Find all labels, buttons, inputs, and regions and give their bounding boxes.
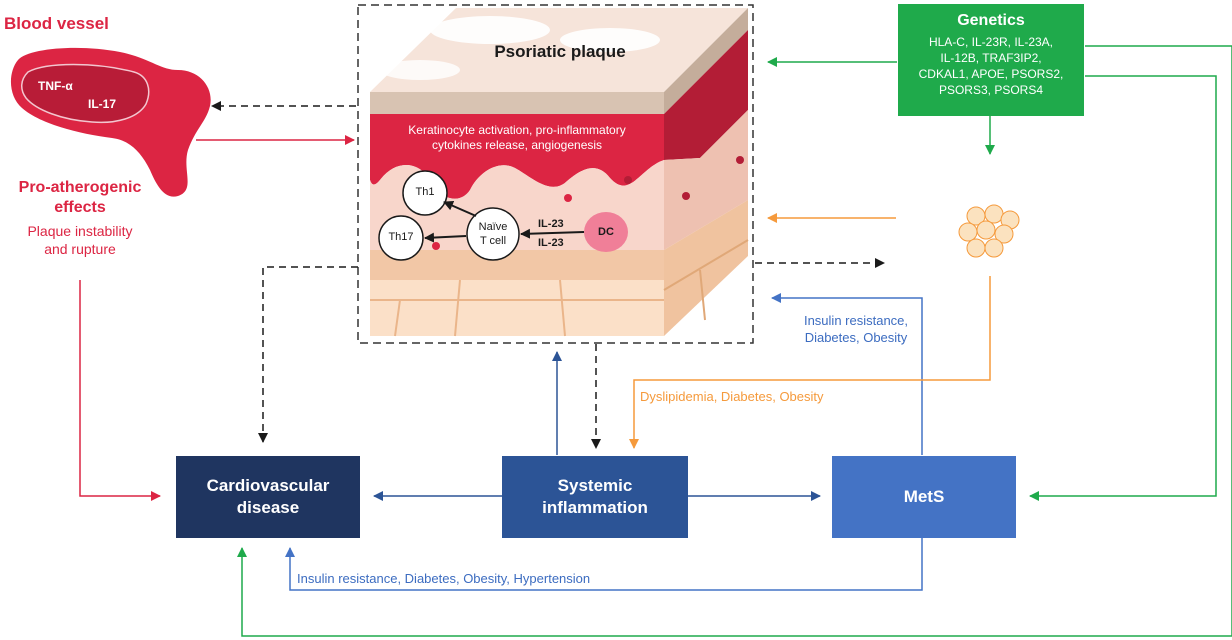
- naive-t-cell-label: Naïve T cell: [467, 220, 519, 248]
- plaque-frame: [357, 4, 754, 344]
- cvd-line2: disease: [236, 498, 300, 517]
- th1-cell-label: Th1: [415, 186, 435, 198]
- systemic-inflammation-box: Systemic inflammation: [502, 456, 688, 538]
- mets-to-cvd-label: Insulin resistance, Diabetes, Obesity, H…: [297, 571, 591, 586]
- dc-label: DC: [598, 226, 614, 238]
- genetics-line: PSORS3, PSORS4: [938, 83, 1044, 97]
- blood-vessel-title: Blood vessel: [4, 14, 109, 33]
- pro-atherogenic-desc: Plaque instability and rupture: [0, 222, 160, 258]
- mets-to-plaque-label: Insulin resistance, Diabetes, Obesity: [786, 312, 926, 346]
- mets-to-plaque-line1: Insulin resistance,: [803, 313, 909, 328]
- sys-line2: inflammation: [542, 498, 648, 517]
- plaque-illustration: [370, 8, 749, 337]
- plaque-desc-line1: Keratinocyte activation, pro-inflammator…: [408, 123, 626, 137]
- adipose-to-sys-label: Dyslipidemia, Diabetes, Obesity: [640, 389, 824, 404]
- pro-atherogenic-desc-line1: Plaque instability: [27, 223, 133, 239]
- arrows: [79, 45, 1232, 637]
- sys-line1: Systemic: [557, 476, 633, 495]
- mets-to-plaque-line2: Diabetes, Obesity: [804, 330, 908, 345]
- genetics-line: CDKAL1, APOE, PSORS2,: [918, 67, 1064, 81]
- blood-vessel-illustration: [10, 47, 211, 197]
- cvd-line1: Cardiovascular: [206, 476, 330, 495]
- genetics-box: Genetics HLA-C, IL-23R, IL-23A, IL-12B, …: [898, 4, 1084, 116]
- il17-label: IL-17: [88, 97, 117, 111]
- plaque-desc-line2: cytokines release, angiogenesis: [431, 138, 603, 152]
- naive-line2: T cell: [479, 235, 507, 247]
- adipocytes-illustration: [958, 204, 1020, 258]
- genetics-line: HLA-C, IL-23R, IL-23A,: [928, 35, 1054, 49]
- plaque-desc: Keratinocyte activation, pro-inflammator…: [372, 123, 662, 153]
- il23-label-b: IL-23: [538, 237, 564, 249]
- th17-cell-label: Th17: [388, 231, 414, 243]
- pro-atherogenic-line2: effects: [54, 199, 106, 216]
- adipose-tissue-title: Adipose tissue: [934, 176, 1048, 193]
- pro-atherogenic-title: Pro-atherogenic effects: [0, 178, 160, 218]
- genetics-line: IL-12B, TRAF3IP2,: [940, 51, 1042, 65]
- pro-atherogenic-desc-line2: and rupture: [44, 241, 116, 257]
- mets-box: MetS: [832, 456, 1016, 538]
- genetics-title: Genetics: [957, 12, 1025, 29]
- cardiovascular-disease-box: Cardiovascular disease: [176, 456, 360, 538]
- pro-atherogenic-line1: Pro-atherogenic: [18, 179, 142, 196]
- plaque-title: Psoriatic plaque: [494, 42, 626, 61]
- tnf-alpha-label: TNF-α: [38, 79, 73, 93]
- naive-line1: Naïve: [478, 221, 508, 233]
- il23-label-a: IL-23: [538, 218, 564, 230]
- mets-label: MetS: [903, 487, 945, 506]
- genetics-gene-list: HLA-C, IL-23R, IL-23A, IL-12B, TRAF3IP2,…: [898, 34, 1084, 98]
